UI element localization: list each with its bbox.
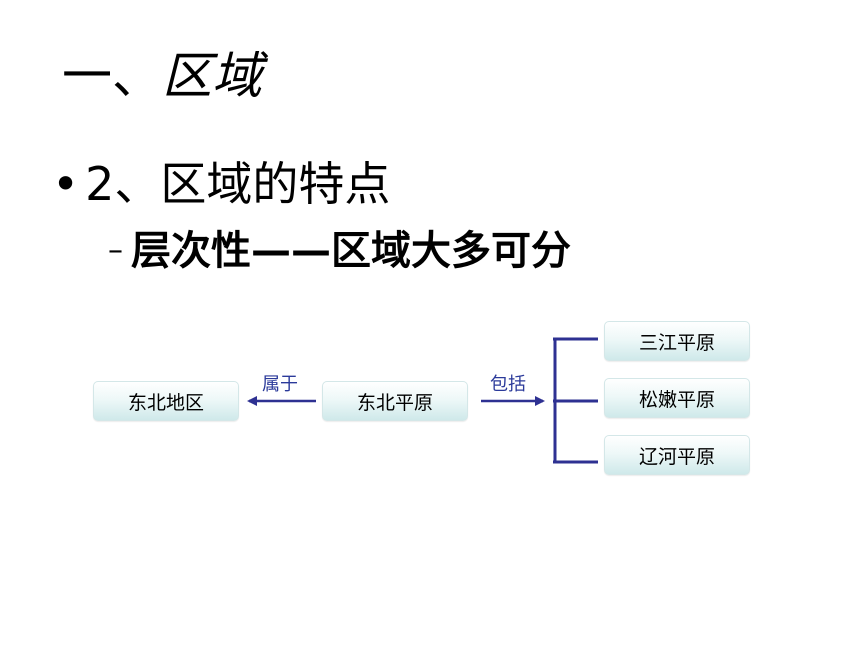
bullet-dot: •	[52, 157, 80, 211]
title-main: 区域	[162, 47, 262, 105]
node-northeast-region: 东北地区	[93, 381, 239, 421]
sub-point-text: 层次性——区域大多可分	[131, 228, 571, 274]
node-northeast-plain: 东北平原	[322, 381, 468, 421]
node-songnen-plain: 松嫩平原	[604, 378, 750, 418]
title-prefix: 一、	[62, 47, 162, 105]
sub-dash: –	[108, 233, 123, 268]
sub-point: –层次性——区域大多可分	[108, 226, 571, 280]
edge-label-belongs-to: 属于	[262, 374, 298, 395]
point-text: 2、区域的特点	[85, 157, 391, 211]
node-sanjiang-plain: 三江平原	[604, 321, 750, 361]
node-liaohe-plain: 辽河平原	[604, 435, 750, 475]
edge-label-includes: 包括	[490, 374, 526, 395]
bullet-point: •2、区域的特点	[52, 156, 390, 212]
slide-title: 一、区域	[62, 46, 262, 106]
